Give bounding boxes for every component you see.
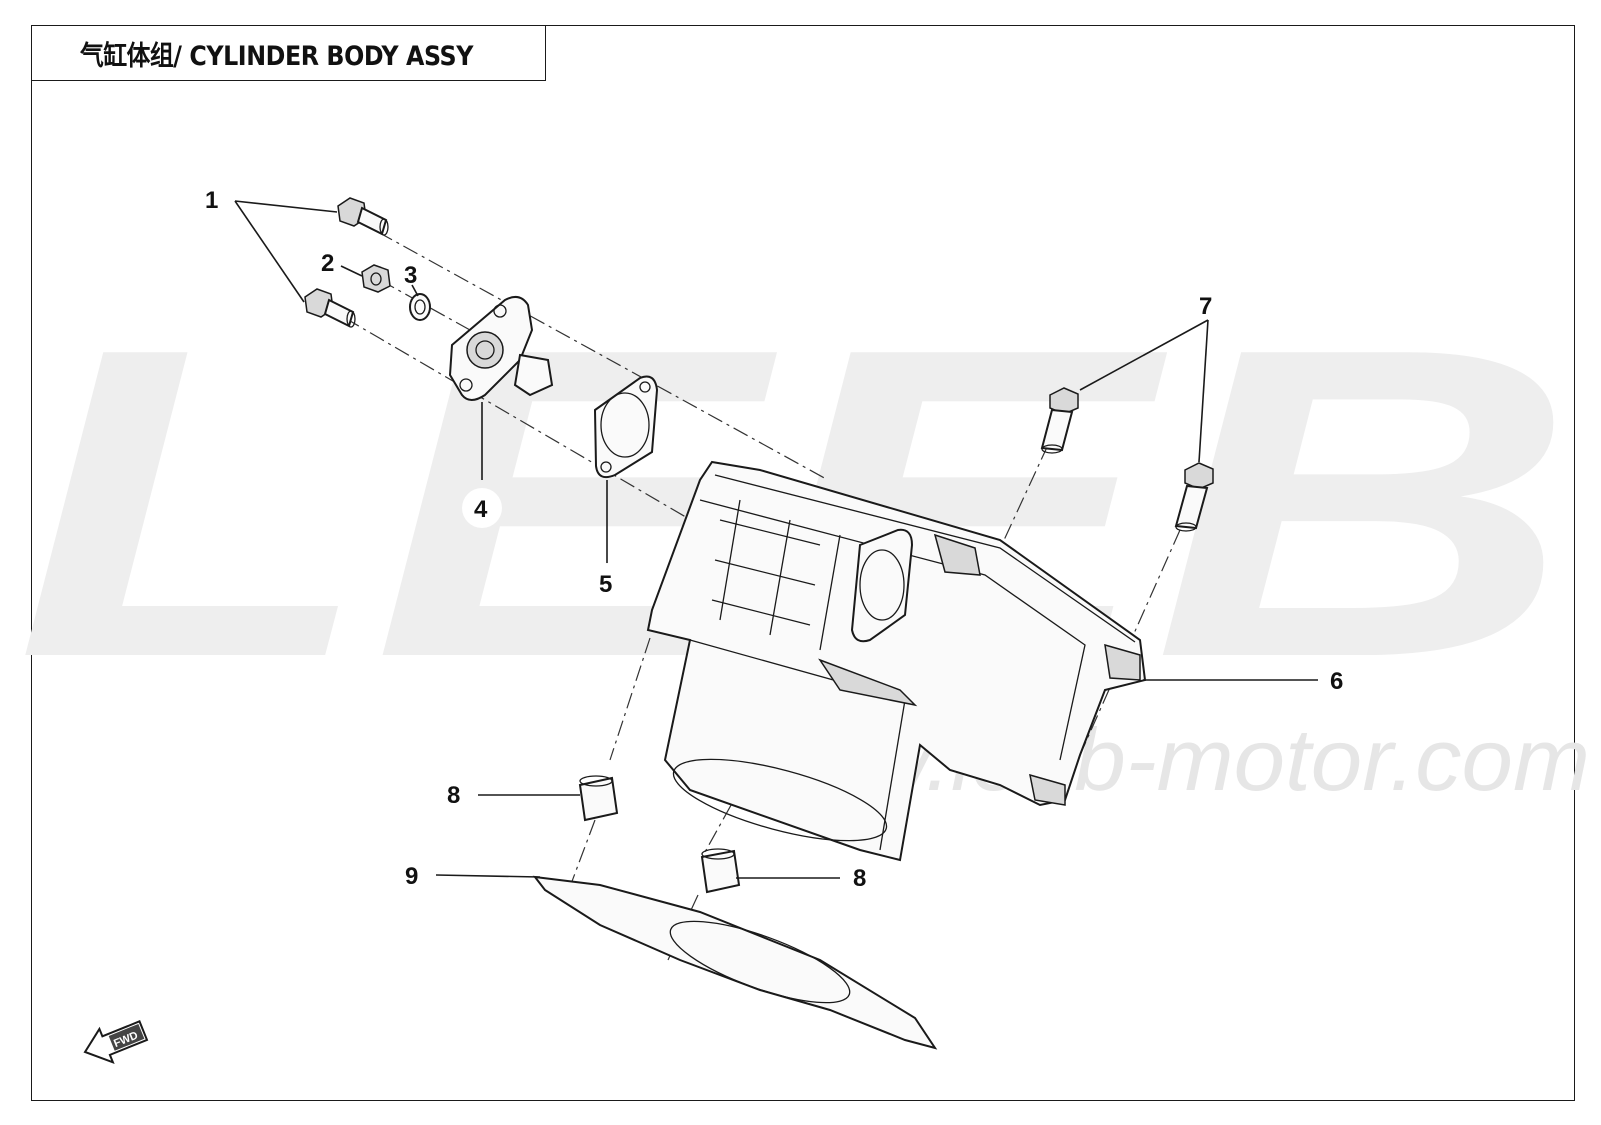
- fwd-arrow-icon: FWD: [83, 1020, 149, 1065]
- washer: [409, 293, 431, 321]
- cylinder-base-gasket: [532, 875, 938, 1050]
- cylinder-bolt-left: [1040, 387, 1079, 454]
- cylinder-body: [646, 460, 1147, 862]
- drawing-frame: [31, 25, 1575, 1101]
- dowel-pin-left: [578, 775, 619, 822]
- callout-4: 4: [474, 496, 488, 523]
- tensioner-gasket: [593, 375, 659, 479]
- callout-5-circle: [587, 563, 627, 603]
- chain-tensioner: [448, 295, 554, 401]
- page-title: 气缸体组/ CYLINDER BODY ASSY: [80, 40, 473, 72]
- cylinder-bolt-right: [1174, 462, 1214, 532]
- callout-3: 3: [404, 262, 417, 289]
- title-box: 气缸体组/ CYLINDER BODY ASSY: [31, 25, 546, 81]
- callout-4-circle: [462, 488, 502, 528]
- sealing-bolt: [361, 264, 391, 293]
- dowel-pin-right: [700, 848, 741, 894]
- callout-2: 2: [321, 250, 334, 277]
- callout-8-right: 8: [853, 865, 866, 892]
- bolt-lower: [304, 288, 356, 328]
- callout-8-left: 8: [447, 782, 460, 809]
- callout-6: 6: [1330, 668, 1343, 695]
- callout-1: 1: [205, 187, 218, 214]
- leader-lines: [234, 200, 1318, 879]
- callout-7: 7: [1199, 293, 1212, 320]
- callout-9: 9: [405, 863, 418, 890]
- callout-5: 5: [599, 571, 612, 598]
- bolt-upper: [337, 197, 389, 236]
